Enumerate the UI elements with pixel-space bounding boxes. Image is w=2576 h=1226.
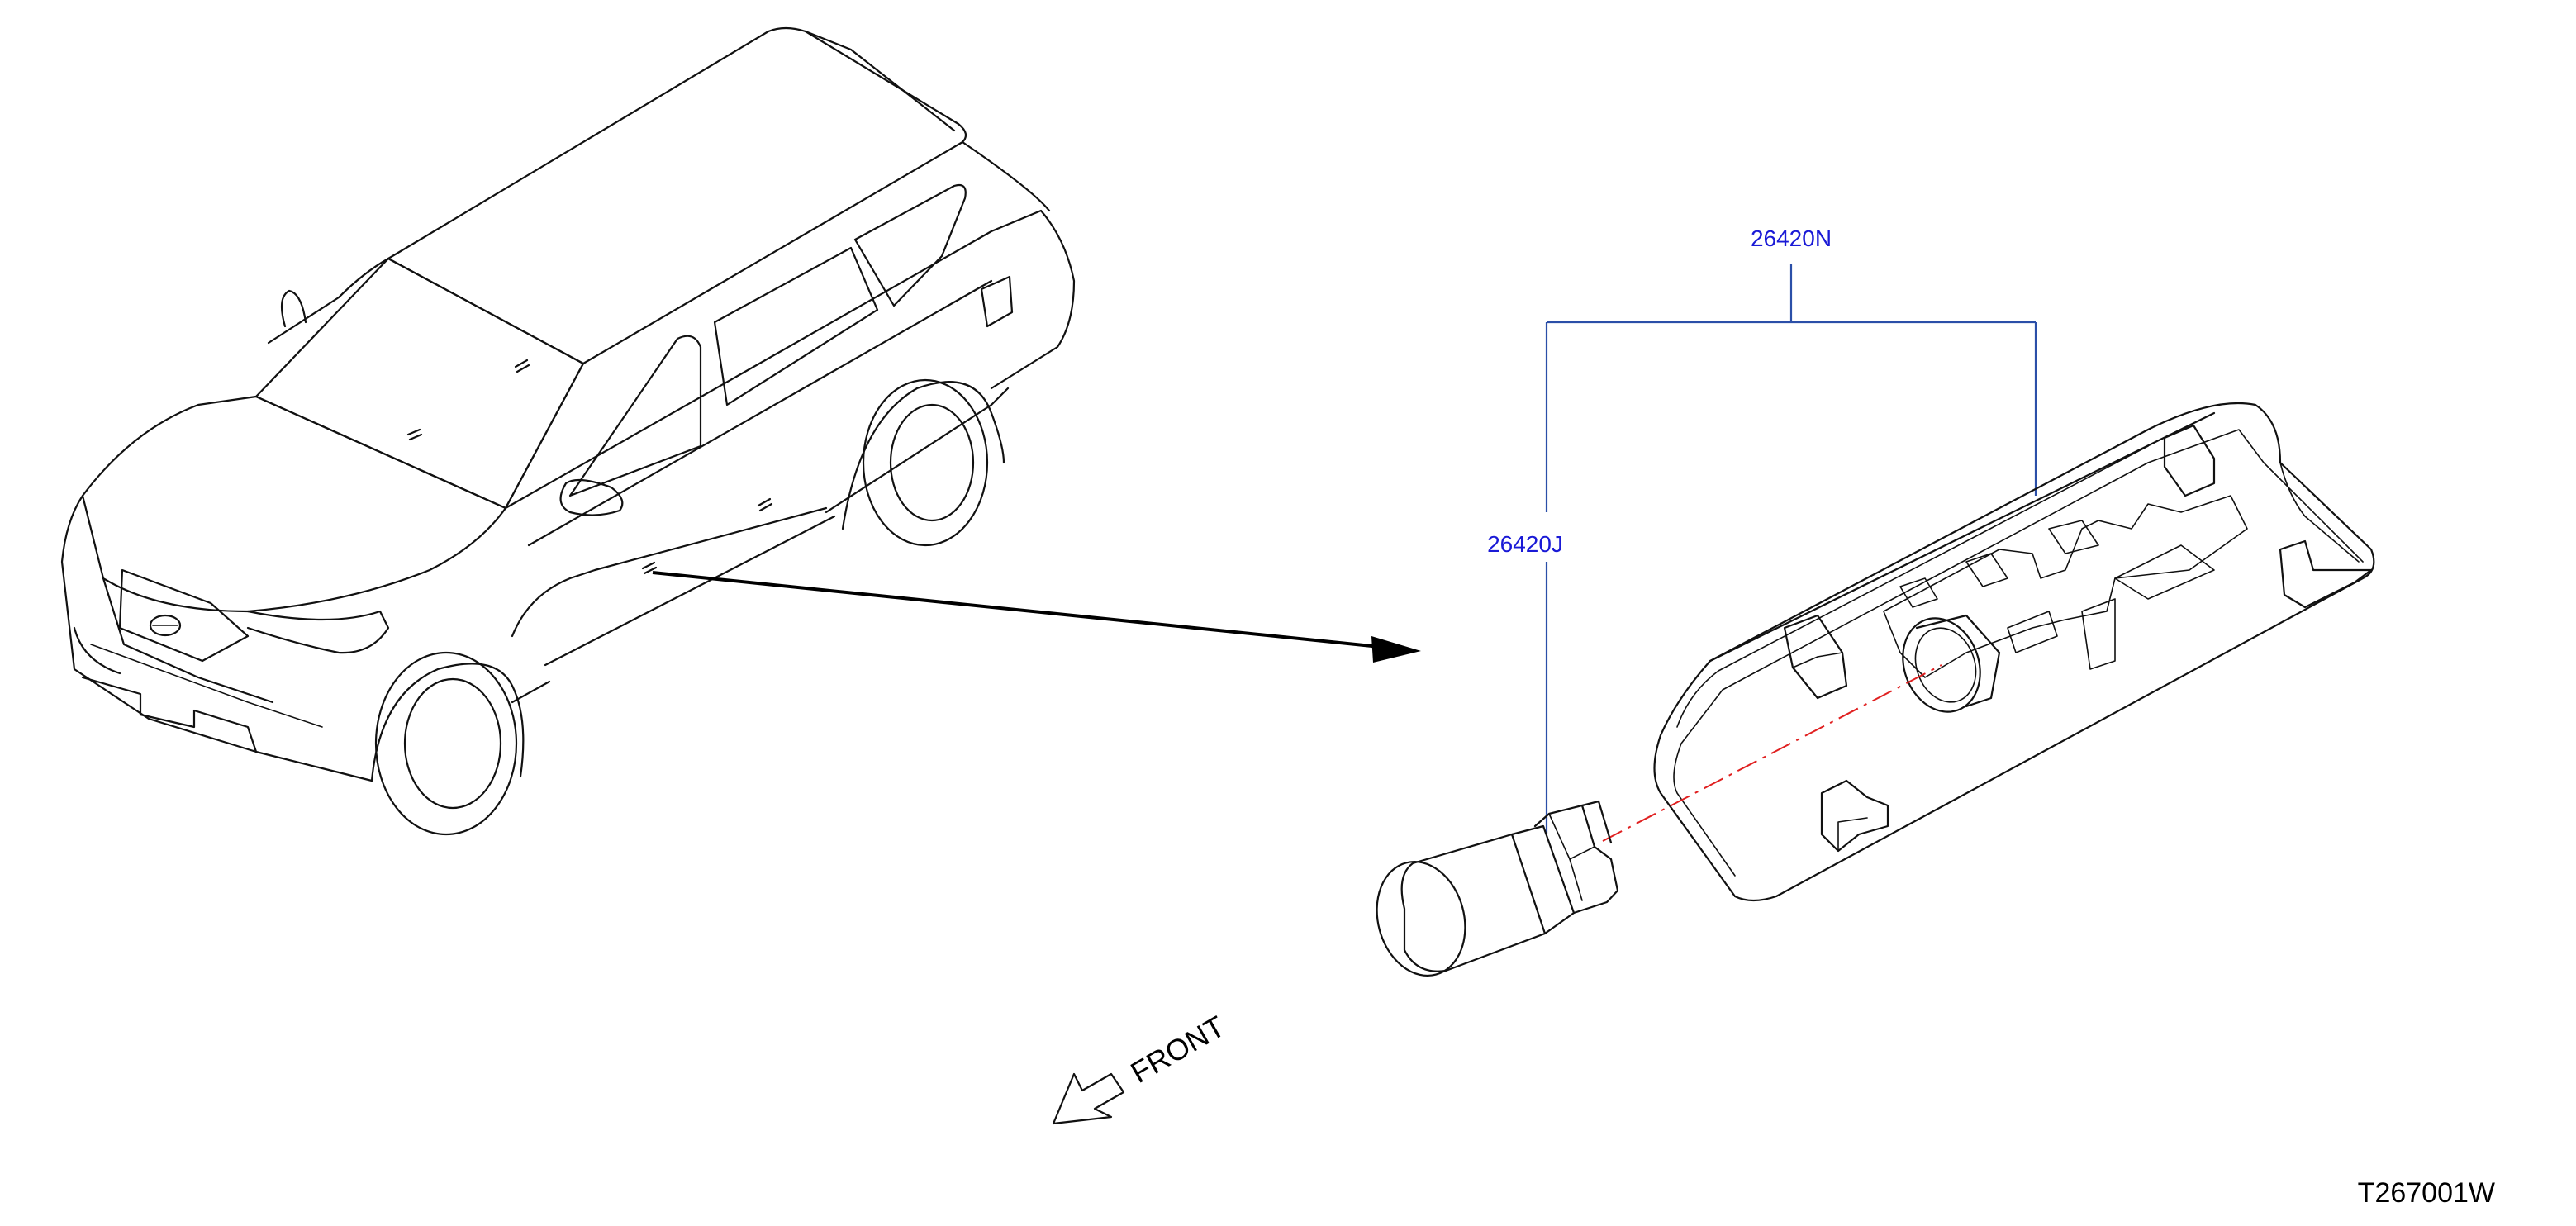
callout-arrow <box>652 571 1421 663</box>
assembly-axis-line <box>1602 664 1942 842</box>
front-label: FRONT <box>1125 1009 1231 1090</box>
suv-vehicle-icon <box>60 26 1076 836</box>
wedge-bulb-icon <box>1376 800 1619 977</box>
illustration-code: T267001W <box>2358 1177 2495 1209</box>
leader-lines <box>1545 264 2037 834</box>
part-number-assembly: 26420N <box>1751 226 1832 251</box>
lamp-assembly-icon <box>1653 402 2375 902</box>
part-number-bulb: 26420J <box>1487 531 1563 557</box>
lamp-location-markers <box>406 359 773 575</box>
front-direction-arrow-icon <box>1052 1072 1125 1125</box>
